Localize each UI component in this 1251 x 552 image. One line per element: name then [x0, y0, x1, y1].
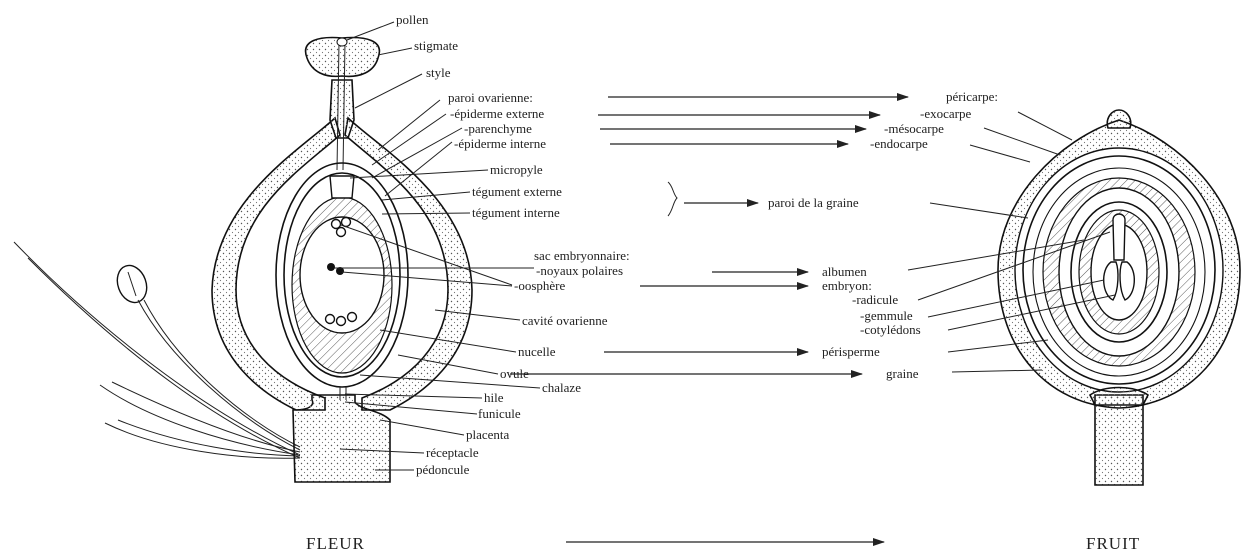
- tegument-externe-shape: [275, 162, 409, 388]
- label-ovule: ovule: [500, 366, 529, 381]
- ovary-wall-right: [344, 116, 473, 411]
- stigmate: [304, 36, 381, 78]
- label-radicule: -radicule: [852, 292, 898, 307]
- radicule-shape: [1112, 213, 1126, 261]
- label-epiderme-interne: -épiderme interne: [454, 136, 546, 151]
- label-pedoncule: pédoncule: [416, 462, 470, 477]
- label-cavite-ovarienne: cavité ovarienne: [522, 313, 608, 328]
- label-pollen: pollen: [396, 12, 429, 27]
- transformation-arrows: [510, 93, 909, 546]
- label-mesocarpe: -mésocarpe: [884, 121, 944, 136]
- label-embryon: embryon:: [822, 278, 872, 293]
- label-parenchyme: -parenchyme: [464, 121, 532, 136]
- fruit-labels: péricarpe: -exocarpe -mésocarpe -endocar…: [768, 89, 998, 381]
- label-sac-embryonnaire: sac embryonnaire:: [534, 248, 630, 263]
- label-perisperme: périsperme: [822, 344, 880, 359]
- label-stigmate: stigmate: [414, 38, 458, 53]
- fruit-leader-lines: [907, 111, 1116, 373]
- label-exocarpe: -exocarpe: [920, 106, 971, 121]
- caption-fruit: FRUIT: [1086, 534, 1140, 552]
- label-endocarpe: -endocarpe: [870, 136, 928, 151]
- label-hile: hile: [484, 390, 504, 405]
- flower-leader-lines: [334, 21, 678, 471]
- label-oosphere: -oosphère: [514, 278, 565, 293]
- flower-labels: pollen stigmate style paroi ovarienne: -…: [396, 12, 630, 477]
- label-tegument-externe: tégument externe: [472, 184, 562, 199]
- tegument-interne-shape: [283, 172, 401, 378]
- micropyle-shape: [329, 175, 355, 199]
- label-paroi-ovarienne: paroi ovarienne:: [448, 90, 533, 105]
- label-gemmule: -gemmule: [860, 308, 913, 323]
- polar-nucleus-1: [327, 263, 335, 271]
- fruit-base: [1088, 386, 1150, 406]
- label-noyaux-polaires: -noyaux polaires: [536, 263, 623, 278]
- label-pericarpe: péricarpe:: [946, 89, 998, 104]
- label-funicule: funicule: [478, 406, 521, 421]
- stamen-and-petals: [13, 241, 301, 459]
- label-tegument-interne: tégument interne: [472, 205, 560, 220]
- label-cotyledons: -cotylédons: [860, 322, 921, 337]
- label-chalaze: chalaze: [542, 380, 581, 395]
- pollen-grain: [336, 37, 348, 47]
- label-micropyle: micropyle: [490, 162, 543, 177]
- fruit-drawing: [997, 109, 1241, 486]
- caption-fleur: FLEUR: [306, 534, 365, 552]
- flower-drawing: [13, 36, 473, 483]
- label-paroi-graine: paroi de la graine: [768, 195, 859, 210]
- label-style: style: [426, 65, 451, 80]
- label-epiderme-externe: -épiderme externe: [450, 106, 544, 121]
- label-receptacle: réceptacle: [426, 445, 479, 460]
- fruit-tip: [1106, 109, 1132, 129]
- label-albumen: albumen: [822, 264, 867, 279]
- label-placenta: placenta: [466, 427, 510, 442]
- polar-nucleus-2: [336, 267, 344, 275]
- label-nucelle: nucelle: [518, 344, 556, 359]
- style: [329, 79, 355, 139]
- pollen-tube: [336, 41, 346, 171]
- ovary-wall-left: [211, 116, 341, 411]
- label-graine: graine: [886, 366, 919, 381]
